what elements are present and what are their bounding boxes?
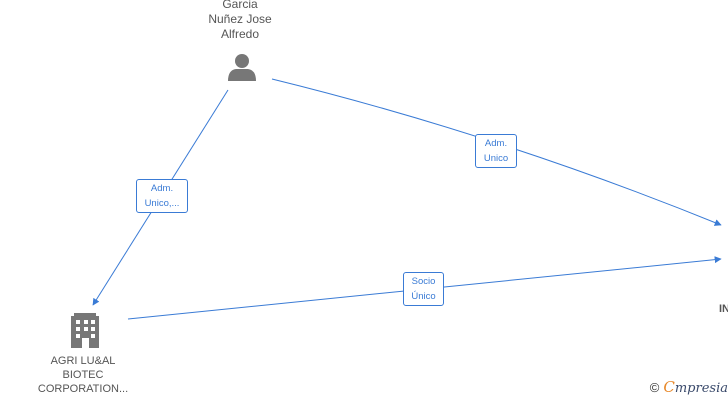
company-name[interactable]: AGRI LU&AL BIOTEC CORPORATION... <box>37 355 129 395</box>
edge-label-company-to-right[interactable]: Socio Único <box>403 272 444 306</box>
person-icon[interactable] <box>228 54 256 81</box>
brand-e-letter: C <box>663 378 675 396</box>
right-node-label-fragment[interactable]: IN <box>719 303 728 315</box>
building-icon[interactable] <box>71 313 99 348</box>
copyright-symbol: © <box>649 379 660 395</box>
edge-label-person-to-right[interactable]: Adm. Unico <box>475 134 517 168</box>
person-name[interactable]: Garcia Nuñez Jose Alfredo <box>208 0 272 41</box>
edge-label-person-to-company[interactable]: Adm. Unico,... <box>136 179 188 213</box>
brand-name: mpresia <box>674 381 728 396</box>
empresia-logo: © Cmpresia <box>650 378 728 396</box>
